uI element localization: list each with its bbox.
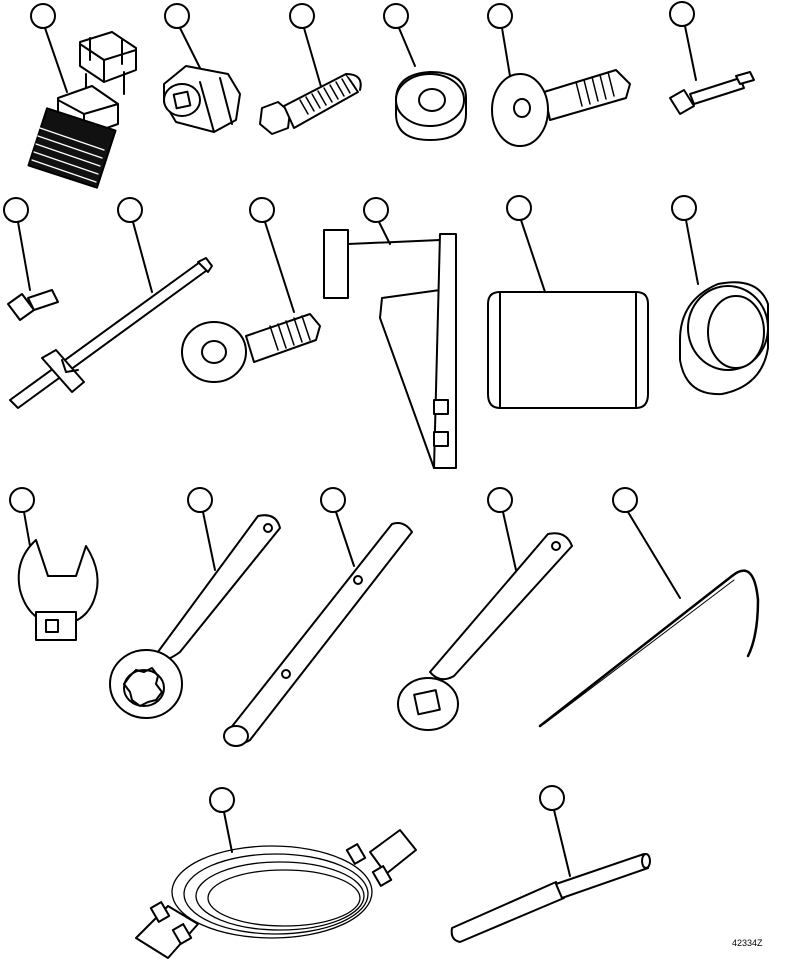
callout-circle xyxy=(9,487,35,513)
leader-line xyxy=(553,809,571,877)
small-pin xyxy=(669,1,755,115)
leader-line xyxy=(335,511,355,567)
callout-circle xyxy=(249,197,275,223)
leader-line xyxy=(264,221,295,313)
eye-bolt xyxy=(487,3,631,147)
callout-circle xyxy=(320,487,346,513)
pressure-test-adapter xyxy=(27,3,137,189)
callout-circle xyxy=(187,487,213,513)
square-drive-wrench xyxy=(397,487,573,731)
callout-circle xyxy=(612,487,638,513)
drive-socket xyxy=(163,3,241,133)
short-pin xyxy=(3,197,59,321)
leader-line xyxy=(17,221,31,291)
leader-line xyxy=(520,219,546,293)
leader-line xyxy=(684,25,697,81)
callout-circle xyxy=(539,785,565,811)
leader-line xyxy=(501,27,511,77)
callout-circle xyxy=(669,1,695,27)
threaded-bolt xyxy=(259,3,362,135)
crowfoot-wrench xyxy=(9,487,99,641)
callout-circle xyxy=(289,3,315,29)
callout-circle xyxy=(487,3,513,29)
callout-circle xyxy=(506,195,532,221)
callout-circle xyxy=(671,195,697,221)
tube-wrench xyxy=(223,487,413,747)
slide-hammer-rod xyxy=(9,197,213,409)
leader-line xyxy=(627,511,681,599)
callout-circle xyxy=(487,487,513,513)
leader-line xyxy=(502,511,517,571)
hook-tool xyxy=(538,487,760,728)
leader-line xyxy=(303,27,323,91)
leader-line xyxy=(378,221,391,245)
callout-circle xyxy=(363,197,389,223)
probe-rod xyxy=(450,785,651,943)
leader-line xyxy=(223,811,233,853)
callout-circle xyxy=(117,197,143,223)
holding-bracket xyxy=(323,197,457,469)
leader-line xyxy=(44,27,68,93)
callout-circle xyxy=(164,3,190,29)
leader-line xyxy=(202,511,216,571)
leader-line xyxy=(179,27,201,69)
reference-number: 42334Z xyxy=(732,938,763,948)
threaded-ring xyxy=(671,195,769,396)
coiled-cable xyxy=(135,787,417,959)
flat-washer xyxy=(383,3,467,141)
leader-line xyxy=(398,27,416,67)
callout-circle xyxy=(30,3,56,29)
leader-line xyxy=(23,511,31,547)
leader-line xyxy=(132,221,153,293)
callout-circle xyxy=(3,197,29,223)
sleeve-cylinder xyxy=(487,195,649,409)
callout-circle xyxy=(383,3,409,29)
eye-bolt-large xyxy=(181,197,321,383)
leader-line xyxy=(685,219,699,285)
callout-circle xyxy=(209,787,235,813)
ring-wrench xyxy=(109,487,281,719)
